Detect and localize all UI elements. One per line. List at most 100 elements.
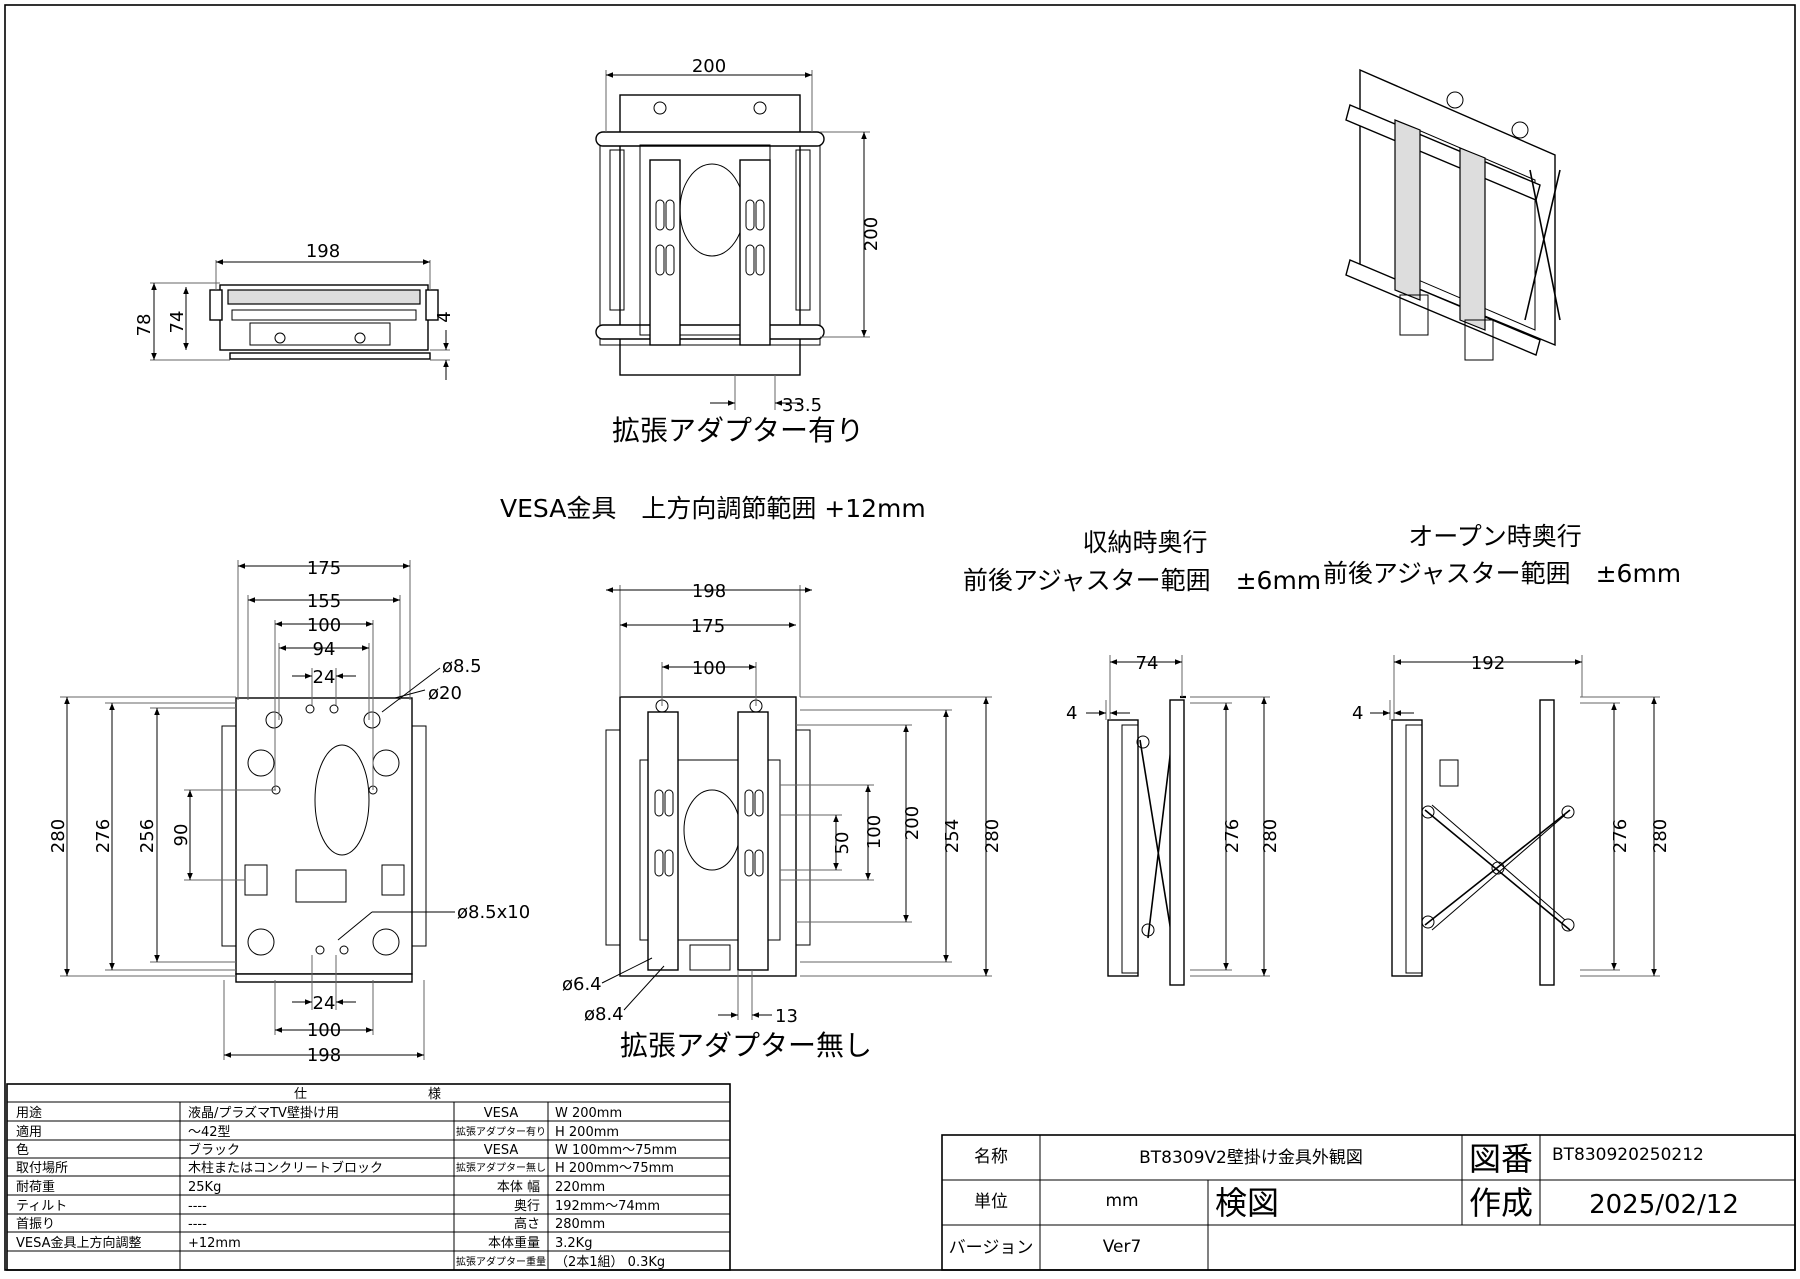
spec-r-value-0: W 200mm [555,1106,622,1121]
dim-74: 74 [167,311,188,334]
dim-90: 90 [171,824,192,847]
dim-4-stored: 4 [1066,703,1077,724]
dim-24-top: 24 [313,667,336,688]
spec-r-label-7: 本体重量 [488,1235,540,1251]
dim-198-adapterless: 198 [692,581,726,602]
dim-280-left: 280 [48,819,69,853]
spec-label-5: ティルト [16,1199,67,1214]
tb-name-value: BT8309V2壁掛け金具外観図 [1139,1148,1363,1168]
dim-200-height: 200 [861,217,882,251]
open-depth-title: オープン時奥行 [1408,522,1582,551]
dim-256: 256 [137,819,158,853]
tb-unit-value: mm [1105,1191,1138,1211]
dim-175: 175 [307,558,341,579]
hole-8-5: ø8.5 [442,656,482,677]
spec-label-2: 色 [16,1142,29,1158]
dim-4-open: 4 [1352,703,1363,724]
dim-200-width: 200 [692,56,726,77]
tb-drawing-no-value: BT830920250212 [1552,1145,1704,1165]
adapter-view-with-extension: 200 200 33.5 拡張アダプター有り [595,56,882,447]
open-side-view: 192 4 276 280 [1352,653,1671,986]
spec-r-label-0: VESA [484,1106,519,1121]
spec-r-label-8: 拡張アダプター重量 [456,1255,546,1268]
dim-280-right: 280 [982,819,1003,853]
tb-version-label: バージョン [949,1238,1034,1258]
dim-13: 13 [775,1006,798,1027]
spec-table: 仕 様 用途 液晶/プラズマTV壁掛け用 適用 ～42型 色 ブラック 取付場所… [6,1083,731,1271]
spec-label-3: 取付場所 [16,1161,68,1176]
dim-198-top: 198 [306,241,340,262]
dim-276-left: 276 [93,819,114,853]
hole-8-4: ø8.4 [584,1004,624,1025]
dim-100-bottom: 100 [307,1020,341,1041]
spec-value-4: 25Kg [188,1180,221,1195]
spec-value-7: +12mm [188,1236,241,1251]
dim-200-right: 200 [902,806,923,840]
dim-276-open: 276 [1610,819,1631,853]
spec-r-label-1: 拡張アダプター有り [456,1125,546,1138]
dim-198-bottom: 198 [307,1045,341,1066]
front-view: 175 155 100 94 24 ø8.5 ø20 280 276 256 [48,558,530,1066]
dim-33-5: 33.5 [782,395,822,416]
tb-version-value: Ver7 [1103,1237,1142,1257]
tb-made-label: 作成 [1469,1184,1533,1222]
open-adjuster-range: 前後アジャスター範囲 ±6mm [1323,559,1681,588]
dim-280-stored: 280 [1260,819,1281,853]
spec-label-6: 首振り [16,1217,55,1232]
spec-value-1: ～42型 [188,1125,231,1140]
adapter-view-without-extension: 198 175 100 50 100 200 254 280 ø6.4 ø8.4 [562,581,1003,1062]
side-top-view: 198 78 74 4 [134,241,455,380]
dim-100-front: 100 [307,615,341,636]
spec-value-0: 液晶/プラズマTV壁掛け用 [188,1105,339,1121]
sheet-border [4,4,1796,1271]
spec-title-1: 仕 [294,1087,307,1102]
dim-74-stored: 74 [1136,653,1159,674]
dim-100-adapterless: 100 [692,658,726,679]
spec-label-7: VESA金具上方向調整 [16,1235,142,1251]
dim-192: 192 [1471,653,1505,674]
stored-depth-title: 収納時奥行 [1082,528,1207,557]
tb-drawing-no-label: 図番 [1469,1140,1533,1178]
caption-without-adapter: 拡張アダプター無し [620,1029,872,1062]
spec-r-value-2: W 100mm～75mm [555,1143,677,1158]
dim-175-adapterless: 175 [691,616,725,637]
dim-94: 94 [313,639,336,660]
spec-r-value-3: H 200mm～75mm [555,1161,674,1176]
spec-r-value-5: 192mm～74mm [555,1199,660,1214]
spec-label-1: 適用 [16,1124,42,1140]
isometric-view [1345,68,1561,361]
spec-r-label-4: 本体 幅 [497,1180,540,1195]
tb-date: 2025/02/12 [1589,1190,1739,1220]
dim-280-open: 280 [1650,819,1671,853]
spec-value-5: ---- [188,1199,207,1214]
spec-r-label-3: 拡張アダプター無し [456,1161,546,1174]
stored-side-view: 74 4 276 280 [1066,653,1281,986]
spec-value-2: ブラック [188,1142,240,1158]
hole-6-4: ø6.4 [562,974,602,995]
stored-adjuster-range: 前後アジャスター範囲 ±6mm [963,566,1321,595]
spec-r-label-5: 奥行 [514,1199,540,1214]
dim-50: 50 [832,832,853,855]
hole-20: ø20 [428,683,462,704]
tb-unit-label: 単位 [974,1192,1008,1212]
vesa-adjust-note: VESA金具 上方向調節範囲 +12mm [500,494,926,523]
dim-254: 254 [942,819,963,853]
tb-check-label: 検図 [1215,1184,1279,1222]
spec-title-2: 様 [428,1087,441,1102]
dim-4-top: 4 [434,311,455,322]
hole-8-5x10: ø8.5x10 [457,902,530,923]
spec-r-value-7: 3.2Kg [555,1236,592,1251]
spec-value-3: 木柱またはコンクリートブロック [188,1160,383,1176]
spec-r-value-4: 220mm [555,1180,605,1195]
title-block: 名称 BT8309V2壁掛け金具外観図 図番 BT830920250212 単位… [941,1134,1796,1271]
dim-24-bottom: 24 [313,993,336,1014]
spec-r-value-8: （2本1組） 0.3Kg [555,1255,665,1270]
dim-78: 78 [134,314,155,337]
spec-r-value-1: H 200mm [555,1125,619,1140]
caption-with-adapter: 拡張アダプター有り [612,414,864,447]
spec-label-0: 用途 [16,1105,42,1121]
dim-155: 155 [307,591,341,612]
tb-name-label: 名称 [974,1147,1008,1167]
